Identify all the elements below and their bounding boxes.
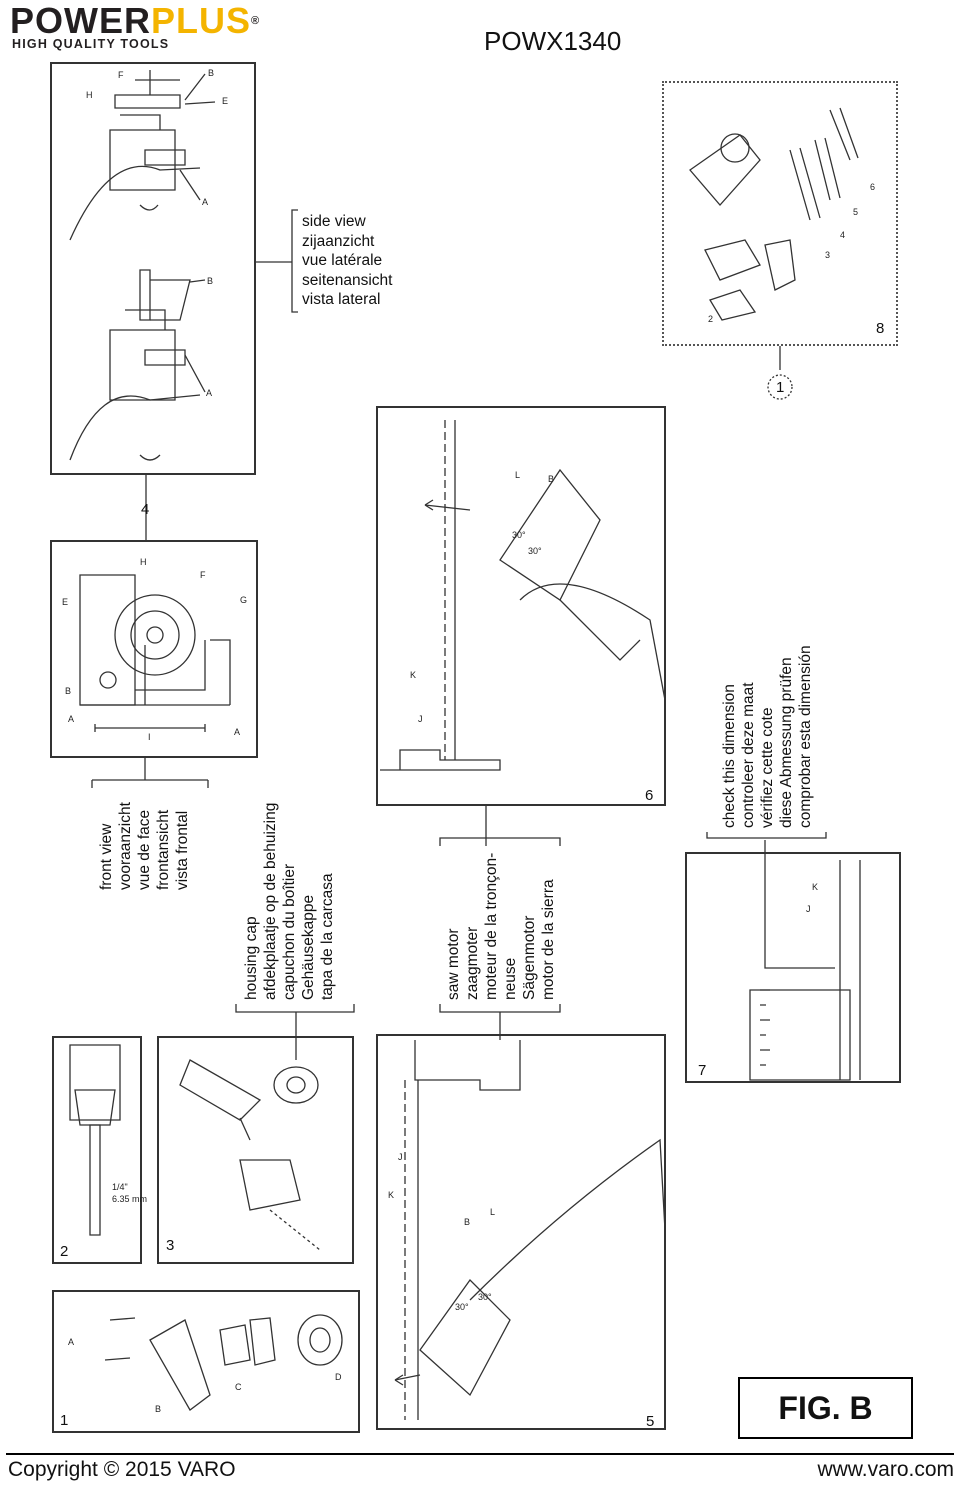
label-part-a: A <box>234 727 240 737</box>
label-part-b: B <box>464 1217 470 1227</box>
label-kit-4: 4 <box>840 230 845 240</box>
step-number-5: 5 <box>646 1413 654 1430</box>
side-view-es: vista lateral <box>302 291 381 308</box>
label-part-h: H <box>140 557 147 567</box>
panel-side-view <box>50 62 256 475</box>
housing-cap-fr: capuchon du boîtier <box>281 863 298 1000</box>
saw-motor-fr: moteur de la tronçon- <box>483 852 500 1000</box>
step-number-1: 1 <box>776 379 784 396</box>
registered-mark: ® <box>251 15 261 27</box>
check-dimension-es: comprobar esta dimensión <box>797 645 814 828</box>
panel-step-6 <box>376 406 666 806</box>
label-kit-6: 6 <box>870 182 875 192</box>
label-part-a: A <box>68 1337 74 1347</box>
step-number-6: 6 <box>645 787 653 804</box>
brand-logo-plus: PLUS <box>151 0 252 41</box>
check-dimension-en: check this dimension <box>721 684 738 828</box>
side-view-fr: vue latérale <box>302 252 383 269</box>
front-view-nl: vooraanzicht <box>117 802 134 890</box>
panel-step-5 <box>376 1034 666 1430</box>
label-part-l: L <box>490 1207 495 1217</box>
label-part-j: J <box>806 904 811 914</box>
label-part-b: B <box>65 686 71 696</box>
label-part-k: K <box>410 670 416 680</box>
label-kit-3: 3 <box>825 250 830 260</box>
label-part-a: A <box>206 388 212 398</box>
label-part-c: C <box>235 1382 242 1392</box>
step-number-3: 3 <box>166 1237 174 1254</box>
panel-step-3 <box>157 1036 354 1264</box>
front-view-label: front view vooraanzicht vue de face fron… <box>97 802 192 890</box>
step-number-4: 4 <box>141 501 149 518</box>
label-part-e: E <box>222 96 228 106</box>
label-part-f: F <box>200 570 206 580</box>
saw-motor-en: saw motor <box>445 928 462 1001</box>
panel-kit-contents <box>662 81 898 346</box>
label-part-i: I <box>148 732 151 742</box>
label-part-d: D <box>335 1372 342 1382</box>
saw-motor-label: saw motor zaagmoter moteur de la tronçon… <box>444 853 558 1000</box>
label-part-b: B <box>548 474 554 484</box>
housing-cap-label: housing cap afdekplaatje op de behuizing… <box>242 803 337 1000</box>
check-dimension-label: check this dimension controleer deze maa… <box>720 645 815 828</box>
label-part-k: K <box>388 1190 394 1200</box>
label-part-j: J <box>398 1152 403 1162</box>
step-number-7: 7 <box>698 1062 706 1079</box>
step-number-8: 8 <box>876 320 884 337</box>
figure-label: FIG. B <box>738 1377 913 1439</box>
model-number: POWX1340 <box>484 26 622 56</box>
label-kit-2: 2 <box>708 314 713 324</box>
check-dimension-fr: vérifiez cette cote <box>759 707 776 828</box>
check-dimension-de: diese Abmessung prüfen <box>778 657 795 828</box>
front-view-en: front view <box>98 823 115 890</box>
label-angle-30: 30° <box>512 530 526 540</box>
label-part-a: A <box>68 714 74 724</box>
copyright-text: Copyright © 2015 VARO <box>8 1458 236 1481</box>
label-part-b: B <box>207 276 213 286</box>
label-angle-30: 30° <box>478 1292 492 1302</box>
brand-tagline: HIGH QUALITY TOOLS <box>12 37 170 51</box>
label-part-b: B <box>155 1404 161 1414</box>
side-view-nl: zijaanzicht <box>302 232 375 250</box>
brand-logo: POWERPLUS® <box>10 2 260 40</box>
side-view-label: side view zijaanzicht vue latérale seite… <box>302 212 392 310</box>
step-number-2: 2 <box>60 1243 68 1260</box>
label-part-l: L <box>515 470 520 480</box>
side-view-de: seitenansicht <box>302 271 393 289</box>
panel-front-view <box>50 540 258 758</box>
label-part-k: K <box>812 882 818 892</box>
label-part-a: A <box>202 197 208 207</box>
label-bit-inch: 1/4" <box>112 1182 128 1192</box>
front-view-es: vista frontal <box>174 810 191 890</box>
label-angle-30: 30° <box>528 546 542 556</box>
housing-cap-en: housing cap <box>243 916 260 1000</box>
front-view-fr: vue de face <box>136 809 153 890</box>
label-part-g: G <box>240 595 247 605</box>
label-part-e: E <box>62 597 68 607</box>
label-bit-mm: 6.35 mm <box>112 1194 147 1204</box>
saw-motor-fr-cont: neuse <box>502 957 519 1000</box>
label-part-h: H <box>86 90 93 100</box>
saw-motor-de: Sägenmotor <box>521 915 538 1000</box>
check-dimension-nl: controleer deze maat <box>740 682 757 828</box>
housing-cap-de: Gehäusekappe <box>300 894 317 1000</box>
housing-cap-nl: afdekplaatje op de behuizing <box>262 802 279 1000</box>
label-angle-30: 30° <box>455 1302 469 1312</box>
label-part-f: F <box>118 70 124 80</box>
website-link[interactable]: www.varo.com <box>817 1458 954 1481</box>
brand-logo-power: POWER <box>10 0 152 41</box>
label-kit-5: 5 <box>853 207 858 217</box>
saw-motor-nl: zaagmoter <box>464 926 481 1000</box>
saw-motor-es: motor de la sierra <box>540 879 557 1000</box>
label-part-b: B <box>208 68 214 78</box>
side-view-en: side view <box>302 213 366 230</box>
step-number-1: 1 <box>60 1412 68 1429</box>
panel-step-2 <box>52 1036 142 1264</box>
housing-cap-es: tapa de la carcasa <box>319 873 336 1000</box>
label-part-j: J <box>418 714 423 724</box>
front-view-de: frontansicht <box>155 809 172 890</box>
footer-divider <box>6 1453 954 1455</box>
